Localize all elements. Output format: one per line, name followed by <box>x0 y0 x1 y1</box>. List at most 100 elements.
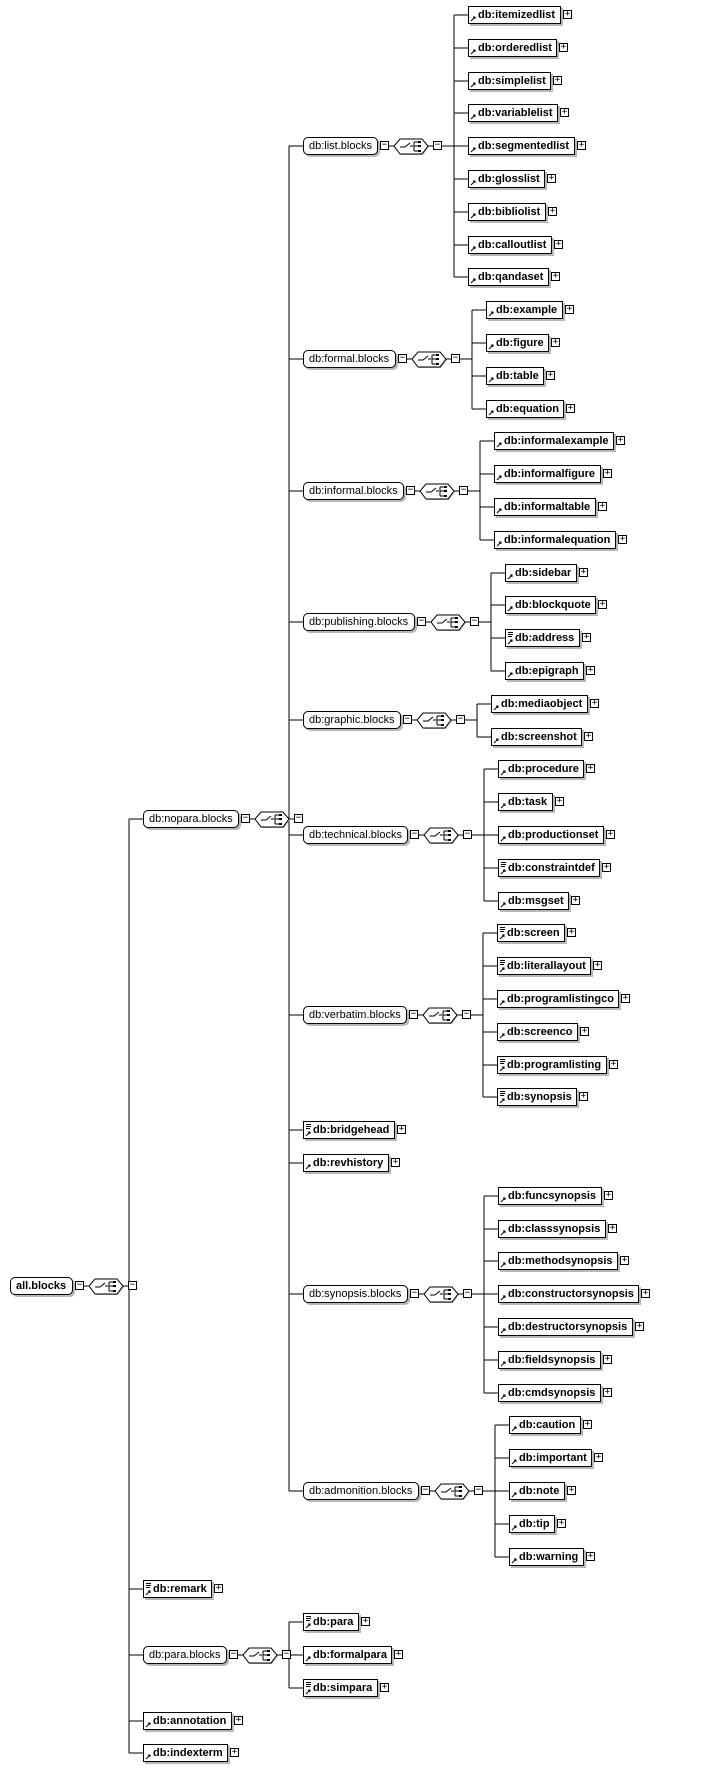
expand-db-note-button[interactable]: + <box>567 1485 576 1495</box>
element-box-db-example[interactable]: db:example <box>486 301 563 319</box>
expand-db-example-button[interactable]: + <box>565 304 574 314</box>
expand-db-simplelist-button[interactable]: + <box>553 75 562 85</box>
element-box-db-calloutlist[interactable]: db:calloutlist <box>468 236 552 254</box>
expand-db-programlisting-button[interactable]: + <box>609 1059 618 1069</box>
choice-compositor-db-informal-blocks[interactable] <box>420 483 457 502</box>
element-box-db-glosslist[interactable]: db:glosslist <box>468 170 545 188</box>
expand-db-segmentedlist-button[interactable]: + <box>577 140 586 150</box>
element-box-db-segmentedlist[interactable]: db:segmentedlist <box>468 137 575 155</box>
element-box-db-constructorsynopsis[interactable]: db:constructorsynopsis <box>498 1285 639 1303</box>
element-box-db-bridgehead[interactable]: db:bridgehead <box>303 1121 395 1139</box>
element-box-db-informaltable[interactable]: db:informaltable <box>494 498 596 516</box>
collapse-db-nopara-blocks-button[interactable]: − <box>241 813 250 823</box>
expand-db-caution-button[interactable]: + <box>583 1419 592 1429</box>
element-box-db-blockquote[interactable]: db:blockquote <box>505 596 596 614</box>
expand-db-funcsynopsis-button[interactable]: + <box>604 1190 613 1200</box>
group-box-db-graphic-blocks[interactable]: db:graphic.blocks <box>303 711 401 729</box>
choice-compositor-db-formal-blocks[interactable] <box>412 351 449 370</box>
element-box-db-indexterm[interactable]: db:indexterm <box>143 1744 228 1762</box>
expand-db-informalequation-button[interactable]: + <box>618 534 627 544</box>
expand-db-methodsynopsis-button[interactable]: + <box>620 1255 629 1265</box>
element-box-db-warning[interactable]: db:warning <box>509 1548 584 1566</box>
collapse-db-technical-blocks-button[interactable]: − <box>410 829 419 839</box>
choice-compositor-all-blocks[interactable] <box>89 1278 126 1297</box>
element-box-db-funcsynopsis[interactable]: db:funcsynopsis <box>498 1187 602 1205</box>
expand-db-informalexample-button[interactable]: + <box>616 435 625 445</box>
collapse-db-verbatim-blocks-button[interactable]: − <box>409 1009 418 1019</box>
collapse-db-synopsis-blocks-button[interactable]: − <box>410 1288 419 1298</box>
collapse-choice-db-publishing-blocks-button[interactable]: − <box>470 616 479 626</box>
choice-compositor-db-graphic-blocks[interactable] <box>417 712 454 731</box>
expand-db-important-button[interactable]: + <box>594 1452 603 1462</box>
expand-db-literallayout-button[interactable]: + <box>593 960 602 970</box>
choice-compositor-db-admonition-blocks[interactable] <box>435 1483 472 1502</box>
element-box-db-note[interactable]: db:note <box>509 1482 565 1500</box>
element-box-db-simpara[interactable]: db:simpara <box>303 1679 378 1697</box>
collapse-choice-db-para-blocks-button[interactable]: − <box>282 1649 291 1659</box>
group-box-db-publishing-blocks[interactable]: db:publishing.blocks <box>303 613 415 631</box>
group-box-db-admonition-blocks[interactable]: db:admonition.blocks <box>303 1482 419 1500</box>
expand-db-address-button[interactable]: + <box>582 632 591 642</box>
expand-db-para-button[interactable]: + <box>361 1616 370 1626</box>
element-box-db-fieldsynopsis[interactable]: db:fieldsynopsis <box>498 1351 601 1369</box>
collapse-choice-db-list-blocks-button[interactable]: − <box>433 140 442 150</box>
element-box-db-revhistory[interactable]: db:revhistory <box>303 1154 389 1172</box>
expand-db-warning-button[interactable]: + <box>586 1551 595 1561</box>
expand-db-calloutlist-button[interactable]: + <box>554 239 563 249</box>
expand-db-programlistingco-button[interactable]: + <box>621 993 630 1003</box>
group-box-db-technical-blocks[interactable]: db:technical.blocks <box>303 826 408 844</box>
element-box-db-informalexample[interactable]: db:informalexample <box>494 432 614 450</box>
element-box-db-screenshot[interactable]: db:screenshot <box>491 728 582 746</box>
element-box-db-classsynopsis[interactable]: db:classsynopsis <box>498 1220 606 1238</box>
expand-db-sidebar-button[interactable]: + <box>579 567 588 577</box>
group-box-db-synopsis-blocks[interactable]: db:synopsis.blocks <box>303 1285 408 1303</box>
group-box-db-verbatim-blocks[interactable]: db:verbatim.blocks <box>303 1006 407 1024</box>
element-box-db-screenco[interactable]: db:screenco <box>497 1023 578 1041</box>
expand-db-epigraph-button[interactable]: + <box>586 665 595 675</box>
element-box-db-bibliolist[interactable]: db:bibliolist <box>468 203 546 221</box>
expand-db-procedure-button[interactable]: + <box>586 763 595 773</box>
collapse-choice-db-formal-blocks-button[interactable]: − <box>451 353 460 363</box>
element-box-db-epigraph[interactable]: db:epigraph <box>505 662 584 680</box>
expand-db-task-button[interactable]: + <box>555 796 564 806</box>
expand-db-constraintdef-button[interactable]: + <box>602 862 611 872</box>
element-box-db-sidebar[interactable]: db:sidebar <box>505 564 577 582</box>
element-box-db-mediaobject[interactable]: db:mediaobject <box>491 695 588 713</box>
choice-compositor-db-publishing-blocks[interactable] <box>431 614 468 633</box>
element-box-db-annotation[interactable]: db:annotation <box>143 1712 232 1730</box>
expand-db-indexterm-button[interactable]: + <box>230 1747 239 1757</box>
collapse-all-blocks-button[interactable]: − <box>75 1280 84 1290</box>
element-box-db-productionset[interactable]: db:productionset <box>498 826 604 844</box>
expand-db-classsynopsis-button[interactable]: + <box>608 1223 617 1233</box>
choice-compositor-db-verbatim-blocks[interactable] <box>423 1007 460 1026</box>
element-box-db-methodsynopsis[interactable]: db:methodsynopsis <box>498 1252 618 1270</box>
collapse-db-para-blocks-button[interactable]: − <box>229 1649 238 1659</box>
expand-db-qandaset-button[interactable]: + <box>551 271 560 281</box>
expand-db-cmdsynopsis-button[interactable]: + <box>603 1387 612 1397</box>
element-box-db-synopsis[interactable]: db:synopsis <box>497 1088 577 1106</box>
expand-db-equation-button[interactable]: + <box>566 403 575 413</box>
expand-db-productionset-button[interactable]: + <box>606 829 615 839</box>
collapse-db-publishing-blocks-button[interactable]: − <box>417 616 426 626</box>
element-box-db-programlistingco[interactable]: db:programlistingco <box>497 990 619 1008</box>
choice-compositor-db-technical-blocks[interactable] <box>424 827 461 846</box>
expand-db-variablelist-button[interactable]: + <box>560 107 569 117</box>
expand-db-remark-button[interactable]: + <box>214 1583 223 1593</box>
element-box-db-variablelist[interactable]: db:variablelist <box>468 104 558 122</box>
element-box-db-remark[interactable]: db:remark <box>143 1580 212 1598</box>
expand-db-fieldsynopsis-button[interactable]: + <box>603 1354 612 1364</box>
element-box-db-itemizedlist[interactable]: db:itemizedlist <box>468 6 561 24</box>
expand-db-synopsis-button[interactable]: + <box>579 1091 588 1101</box>
expand-db-blockquote-button[interactable]: + <box>598 599 607 609</box>
element-box-db-task[interactable]: db:task <box>498 793 553 811</box>
element-box-db-important[interactable]: db:important <box>509 1449 592 1467</box>
element-box-db-address[interactable]: db:address <box>505 629 580 647</box>
collapse-db-admonition-blocks-button[interactable]: − <box>421 1485 430 1495</box>
expand-db-screen-button[interactable]: + <box>567 927 576 937</box>
collapse-choice-db-graphic-blocks-button[interactable]: − <box>456 714 465 724</box>
expand-db-itemizedlist-button[interactable]: + <box>563 9 572 19</box>
element-box-db-cmdsynopsis[interactable]: db:cmdsynopsis <box>498 1384 601 1402</box>
expand-db-bridgehead-button[interactable]: + <box>397 1124 406 1134</box>
element-box-db-informalequation[interactable]: db:informalequation <box>494 531 616 549</box>
group-box-db-formal-blocks[interactable]: db:formal.blocks <box>303 350 396 368</box>
